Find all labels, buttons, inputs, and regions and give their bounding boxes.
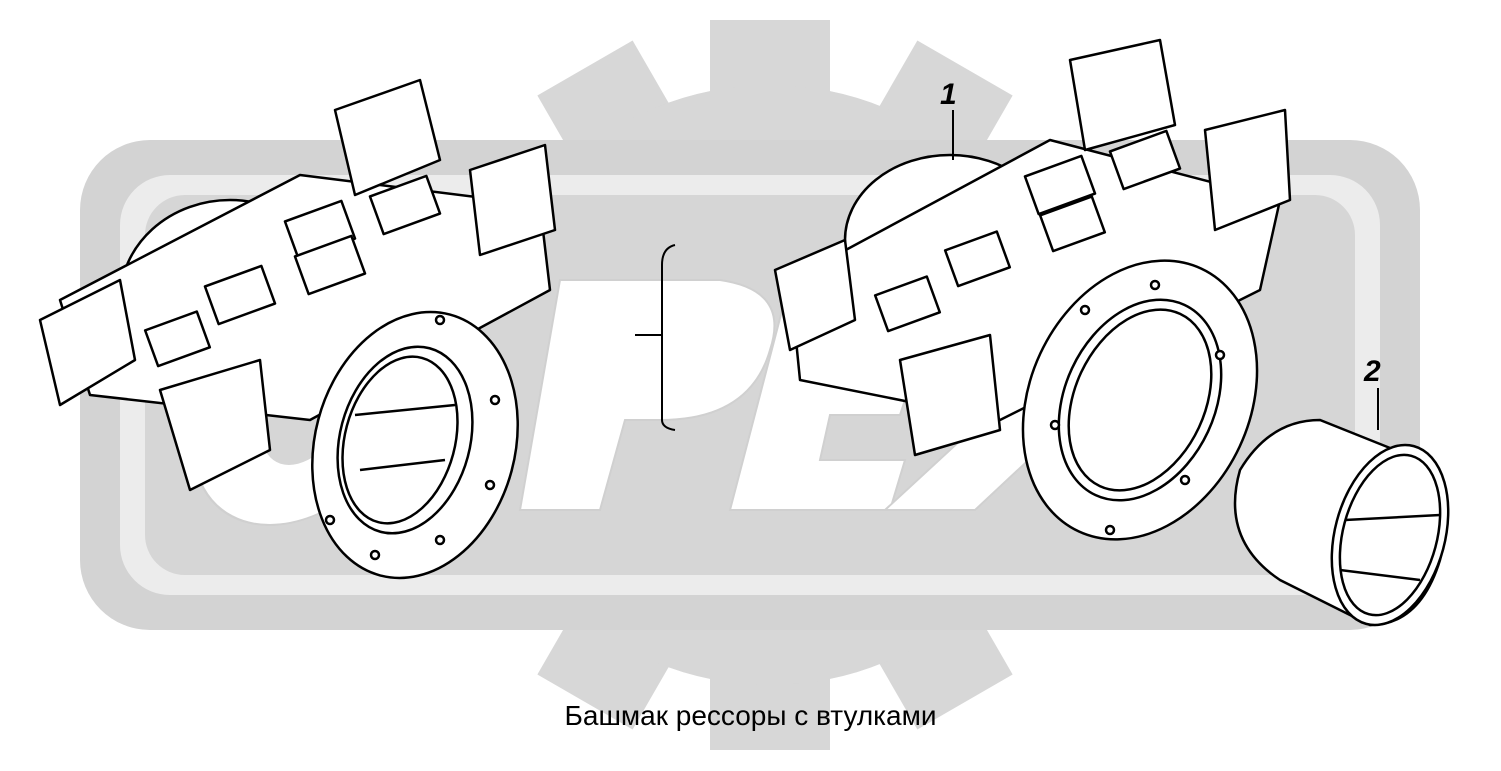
spring-shoe-right — [773, 38, 1292, 541]
spring-shoe-left — [38, 78, 557, 580]
bushing-part — [1233, 418, 1450, 627]
callout-1: 1 — [940, 78, 957, 111]
leader-lines — [952, 110, 1379, 430]
callout-2: 2 — [1364, 355, 1381, 388]
diagram-caption: Башмак рессоры с втулками — [564, 700, 937, 731]
bracket-line — [635, 244, 676, 431]
